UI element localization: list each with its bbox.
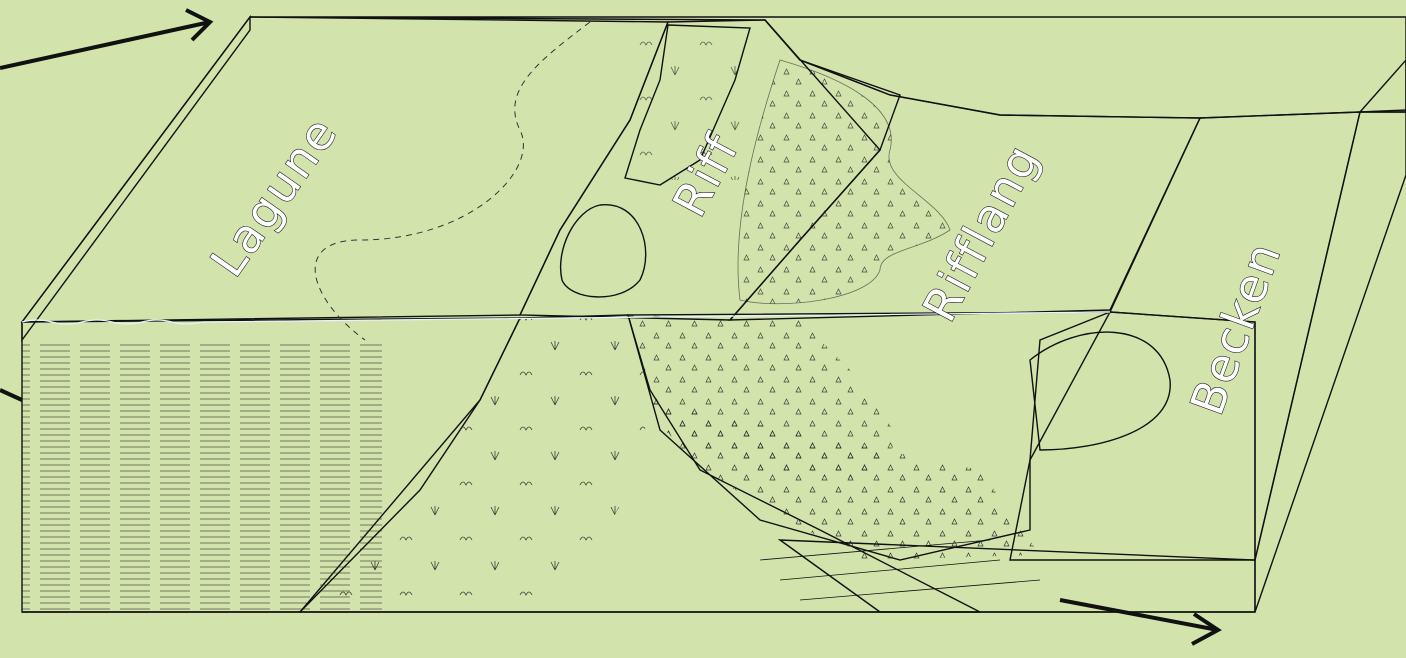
label-lagoon: Lagune <box>200 107 348 287</box>
lagoon-facies-boundary <box>315 22 590 340</box>
arrow-left-icon <box>0 390 22 400</box>
reef-patch-lower <box>561 205 646 297</box>
right-face <box>1255 110 1406 612</box>
arrow-bottomright-icon <box>1060 600 1218 644</box>
left-face <box>22 17 250 340</box>
basin-fan <box>1030 332 1170 450</box>
label-basin: Becken <box>1180 235 1292 422</box>
right-face-top <box>1360 60 1406 112</box>
lagoon-bedding <box>22 340 382 610</box>
arrow-topleft-icon <box>0 10 210 68</box>
lagoon-top-surface <box>22 17 668 322</box>
